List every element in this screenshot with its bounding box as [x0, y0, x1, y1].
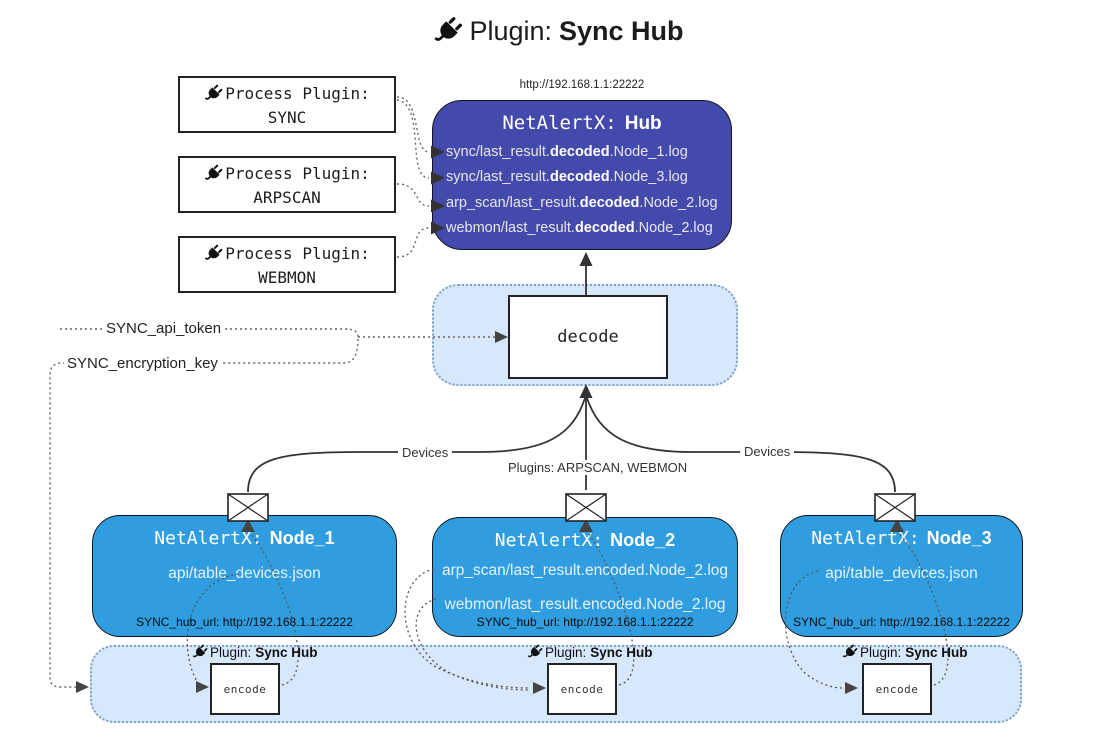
encode-box-3: encode — [862, 663, 932, 715]
plug-icon — [205, 84, 223, 100]
plug-icon — [434, 17, 463, 41]
hub-title-bold: Hub — [624, 113, 662, 134]
node-title: NetAlertX:Node_2 — [494, 530, 676, 551]
hub-log-list: sync/last_result.decoded.Node_1.log sync… — [433, 140, 731, 242]
encode-plugin-label-3: Plugin:Sync Hub — [842, 644, 968, 660]
hub-log-line: arp_scan/last_result.decoded.Node_2.log — [446, 194, 718, 211]
hub-title: NetAlertX: Hub — [433, 112, 731, 135]
node-title: NetAlertX:Node_3 — [811, 528, 992, 549]
node-file-line: arp_scan/last_result.encoded.Node_2.log — [441, 562, 729, 579]
process-plugin-label: Process Plugin: — [180, 162, 394, 186]
hub-log-line: sync/last_result.decoded.Node_3.log — [446, 169, 688, 186]
process-plugin-webmon: Process Plugin: WEBMON — [178, 236, 396, 293]
page-title-prefix: Plugin: — [469, 16, 553, 46]
process-plugin-arpscan: Process Plugin: ARPSCAN — [178, 156, 396, 213]
process-plugin-label: Process Plugin: — [180, 82, 394, 106]
decode-box: decode — [508, 295, 668, 379]
page-title: Plugin:Sync Hub — [0, 16, 1117, 47]
process-plugin-name: ARPSCAN — [253, 188, 321, 207]
sync-encryption-key-label: SYNC_encryption_key — [64, 355, 221, 372]
node-3-box: NetAlertX:Node_3 api/table_devices.json … — [780, 515, 1023, 637]
page-title-name: Sync Hub — [559, 16, 684, 46]
hub-log-line: sync/last_result.decoded.Node_1.log — [446, 144, 688, 160]
node-hub-url: SYNC_hub_url: http://192.168.1.1:22222 — [136, 615, 353, 629]
sync-api-token-label: SYNC_api_token — [103, 320, 225, 337]
node-file-line: api/table_devices.json — [825, 565, 978, 582]
node-hub-url: SYNC_hub_url: http://192.168.1.1:22222 — [476, 615, 694, 629]
plug-icon — [527, 644, 543, 658]
edge-label-devices-left: Devices — [398, 445, 453, 460]
edge-label-plugins-center: Plugins: ARPSCAN, WEBMON — [504, 460, 692, 475]
plug-icon — [192, 644, 208, 658]
edge-label-devices-right: Devices — [740, 444, 795, 459]
encode-box-1: encode — [210, 663, 280, 715]
process-plugin-sync: Process Plugin: SYNC — [178, 76, 396, 133]
process-plugin-label: Process Plugin: — [180, 242, 394, 266]
node-title: NetAlertX:Node_1 — [154, 528, 335, 549]
plugin-to-hub-connectors — [396, 96, 430, 258]
process-plugin-name: SYNC — [267, 108, 307, 127]
node-2-box: NetAlertX:Node_2 arp_scan/last_result.en… — [432, 517, 738, 637]
hub-url-label: http://192.168.1.1:22222 — [519, 79, 645, 91]
hub-log-line: webmon/last_result.decoded.Node_2.log — [446, 220, 713, 237]
node-to-decode-curves — [247, 397, 896, 493]
node-hub-url: SYNC_hub_url: http://192.168.1.1:22222 — [793, 615, 1010, 629]
plug-icon — [205, 164, 223, 180]
plug-icon — [205, 244, 223, 260]
node-file-line: api/table_devices.json — [168, 565, 321, 582]
node-1-box: NetAlertX:Node_1 api/table_devices.json … — [92, 515, 397, 637]
decode-input-arrowhead — [579, 384, 593, 398]
hub-title-mono: NetAlertX: — [502, 112, 617, 134]
encode-plugin-label-2: Plugin:Sync Hub — [527, 644, 653, 660]
encode-plugin-label-1: Plugin:Sync Hub — [192, 644, 318, 660]
encode-box-2: encode — [547, 663, 617, 715]
hub-box: NetAlertX: Hub sync/last_result.decoded.N… — [432, 100, 732, 250]
plug-icon — [842, 644, 858, 658]
process-plugin-name: WEBMON — [258, 268, 316, 287]
config-arrowheads — [76, 331, 508, 693]
